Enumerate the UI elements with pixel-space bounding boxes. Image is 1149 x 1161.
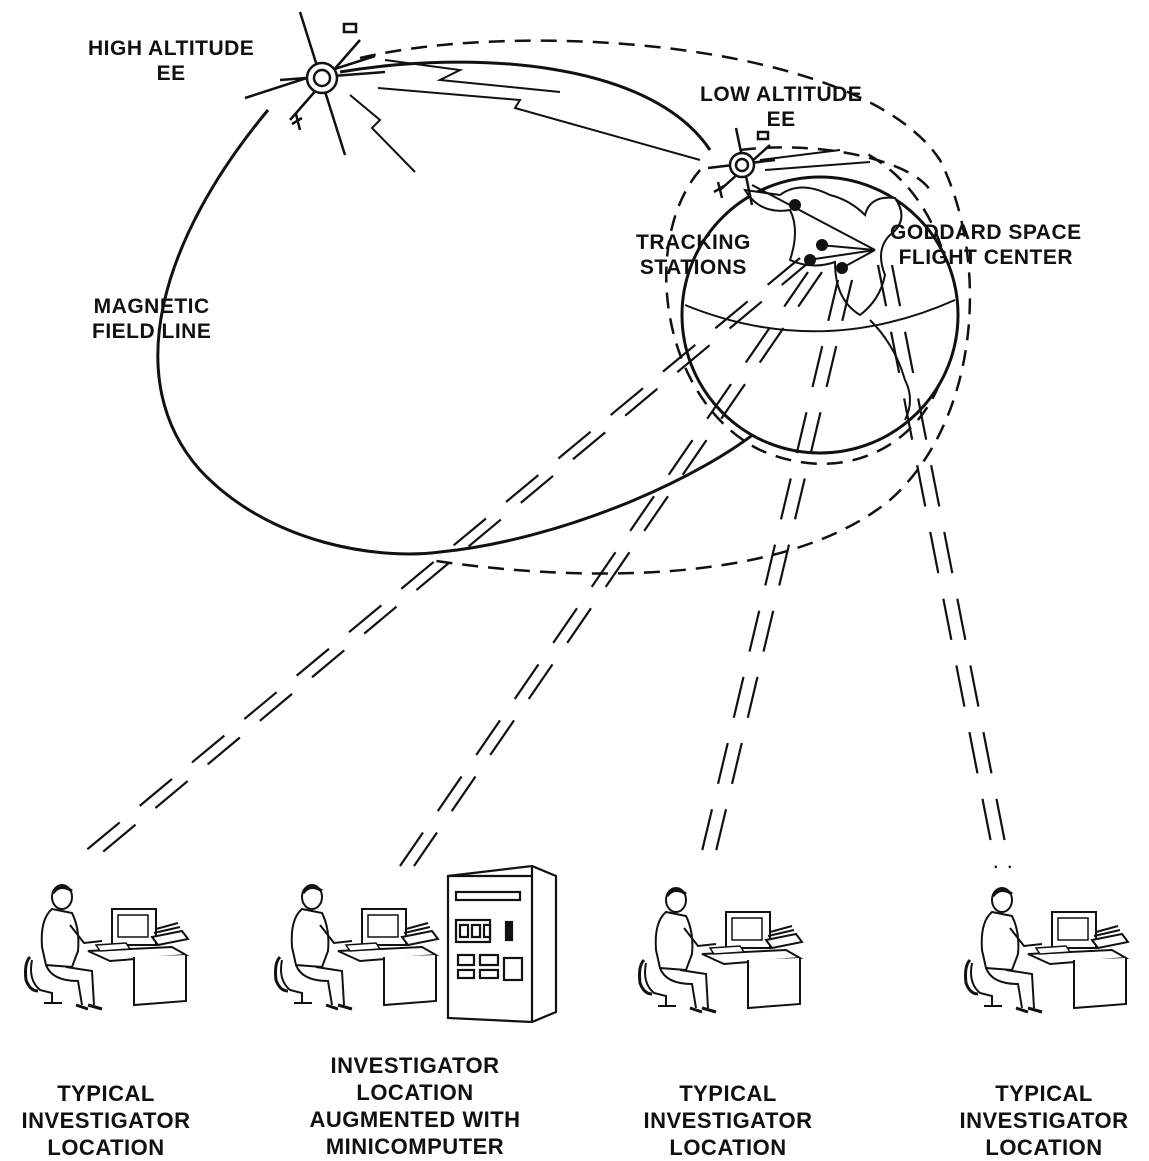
minicomputer-cabinet: [446, 864, 558, 1024]
low-altitude-satellite: [707, 127, 776, 206]
earth-globe: [680, 175, 960, 455]
tracking-links: [751, 184, 876, 269]
telemetry-links: [349, 59, 871, 173]
workstation-1: [24, 883, 190, 1011]
dashed-orbits: [359, 39, 972, 575]
high-orbit-arc: [339, 60, 712, 151]
data-link-beams: [71, 257, 1012, 869]
workstation-2: [274, 883, 440, 1011]
workstation-4: [964, 886, 1130, 1014]
high-altitude-satellite: [244, 11, 386, 156]
magnetic-field-line: [156, 109, 766, 556]
workstation-3: [638, 886, 804, 1014]
